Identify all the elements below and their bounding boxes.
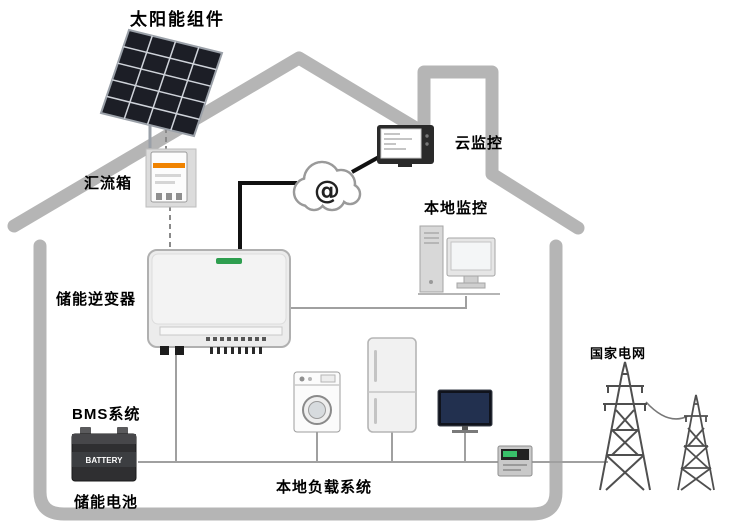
combiner-box [145, 148, 197, 208]
combiner-orange-stripe [153, 163, 185, 168]
tv-base [452, 430, 478, 433]
grid-wire [645, 401, 689, 420]
fridge-handle-bottom [374, 398, 377, 424]
storage-battery: BATTERY [71, 427, 137, 482]
label-local-monitoring: 本地监控 [424, 200, 489, 217]
at-symbol: @ [314, 176, 340, 206]
fridge-body [367, 337, 417, 433]
fridge-handle-top [374, 350, 377, 382]
inverter [147, 249, 291, 355]
washer-drum [308, 401, 326, 419]
washer-knob-2 [308, 377, 312, 381]
inverter-connector-1 [160, 346, 169, 355]
meter-display [503, 451, 517, 457]
cloud-fill [295, 163, 359, 209]
inverter-face [151, 253, 287, 325]
tablet-stand [398, 162, 412, 167]
transmission-tower-large [599, 361, 651, 491]
tv-screen [441, 393, 489, 423]
label-storage-battery: 储能电池 [74, 494, 139, 511]
inverter-logo [216, 258, 242, 264]
tv-neck [462, 426, 468, 430]
tablet-button-2 [425, 142, 429, 146]
internet-cloud: @ [292, 160, 362, 212]
energy-meter [497, 445, 533, 477]
inverter-led-row [206, 337, 266, 341]
house-walls [33, 239, 563, 521]
pc-screen [450, 241, 492, 271]
inverter-pin-row [210, 347, 262, 354]
battery-text: BATTERY [86, 456, 124, 465]
combiner-port-2 [166, 193, 172, 200]
tablet-button-1 [425, 134, 429, 138]
pc-monitor-stand [463, 275, 479, 284]
label-solar-modules: 太阳能组件 [130, 10, 225, 29]
inverter-label-strip [159, 326, 283, 336]
battery-terminal-right [117, 427, 128, 435]
washer-knob-1 [299, 376, 305, 382]
desktop-computer [418, 225, 500, 295]
house-outline [7, 51, 585, 521]
label-inverter: 储能逆变器 [56, 291, 137, 308]
combiner-port-3 [176, 193, 182, 200]
label-bms-system: BMS系统 [72, 406, 141, 423]
label-cloud-monitoring: 云监控 [455, 135, 504, 152]
transmission-tower-small [677, 394, 715, 491]
pc-tower-vents [424, 232, 439, 244]
battery-cap [72, 434, 136, 444]
tv [437, 389, 493, 433]
refrigerator [367, 337, 417, 433]
combiner-detail-2 [155, 181, 175, 184]
label-national-grid: 国家电网 [590, 346, 647, 361]
pv-dc-lines [165, 128, 171, 250]
combiner-detail-1 [155, 174, 181, 177]
washer-display [320, 374, 336, 383]
battery-band [72, 452, 136, 467]
inverter-to-pc-line [290, 296, 467, 309]
label-combiner-box: 汇流箱 [84, 175, 133, 192]
battery-terminal-left [80, 427, 91, 435]
monitoring-tablet [377, 125, 434, 167]
meter-detail-1 [503, 464, 527, 466]
combiner-port-1 [156, 193, 162, 200]
washing-machine [293, 371, 341, 433]
inverter-connector-2 [175, 346, 184, 355]
solar-panel-grid [106, 35, 217, 131]
inverter-to-cloud-line [238, 181, 297, 250]
meter-detail-2 [503, 469, 521, 471]
pc-power-button [429, 280, 433, 284]
tablet-screen-content [384, 133, 412, 150]
pc-monitor-base [456, 282, 486, 289]
label-local-load-system: 本地负载系统 [276, 479, 373, 496]
house-roof [7, 51, 585, 235]
solar-panel [99, 28, 224, 148]
